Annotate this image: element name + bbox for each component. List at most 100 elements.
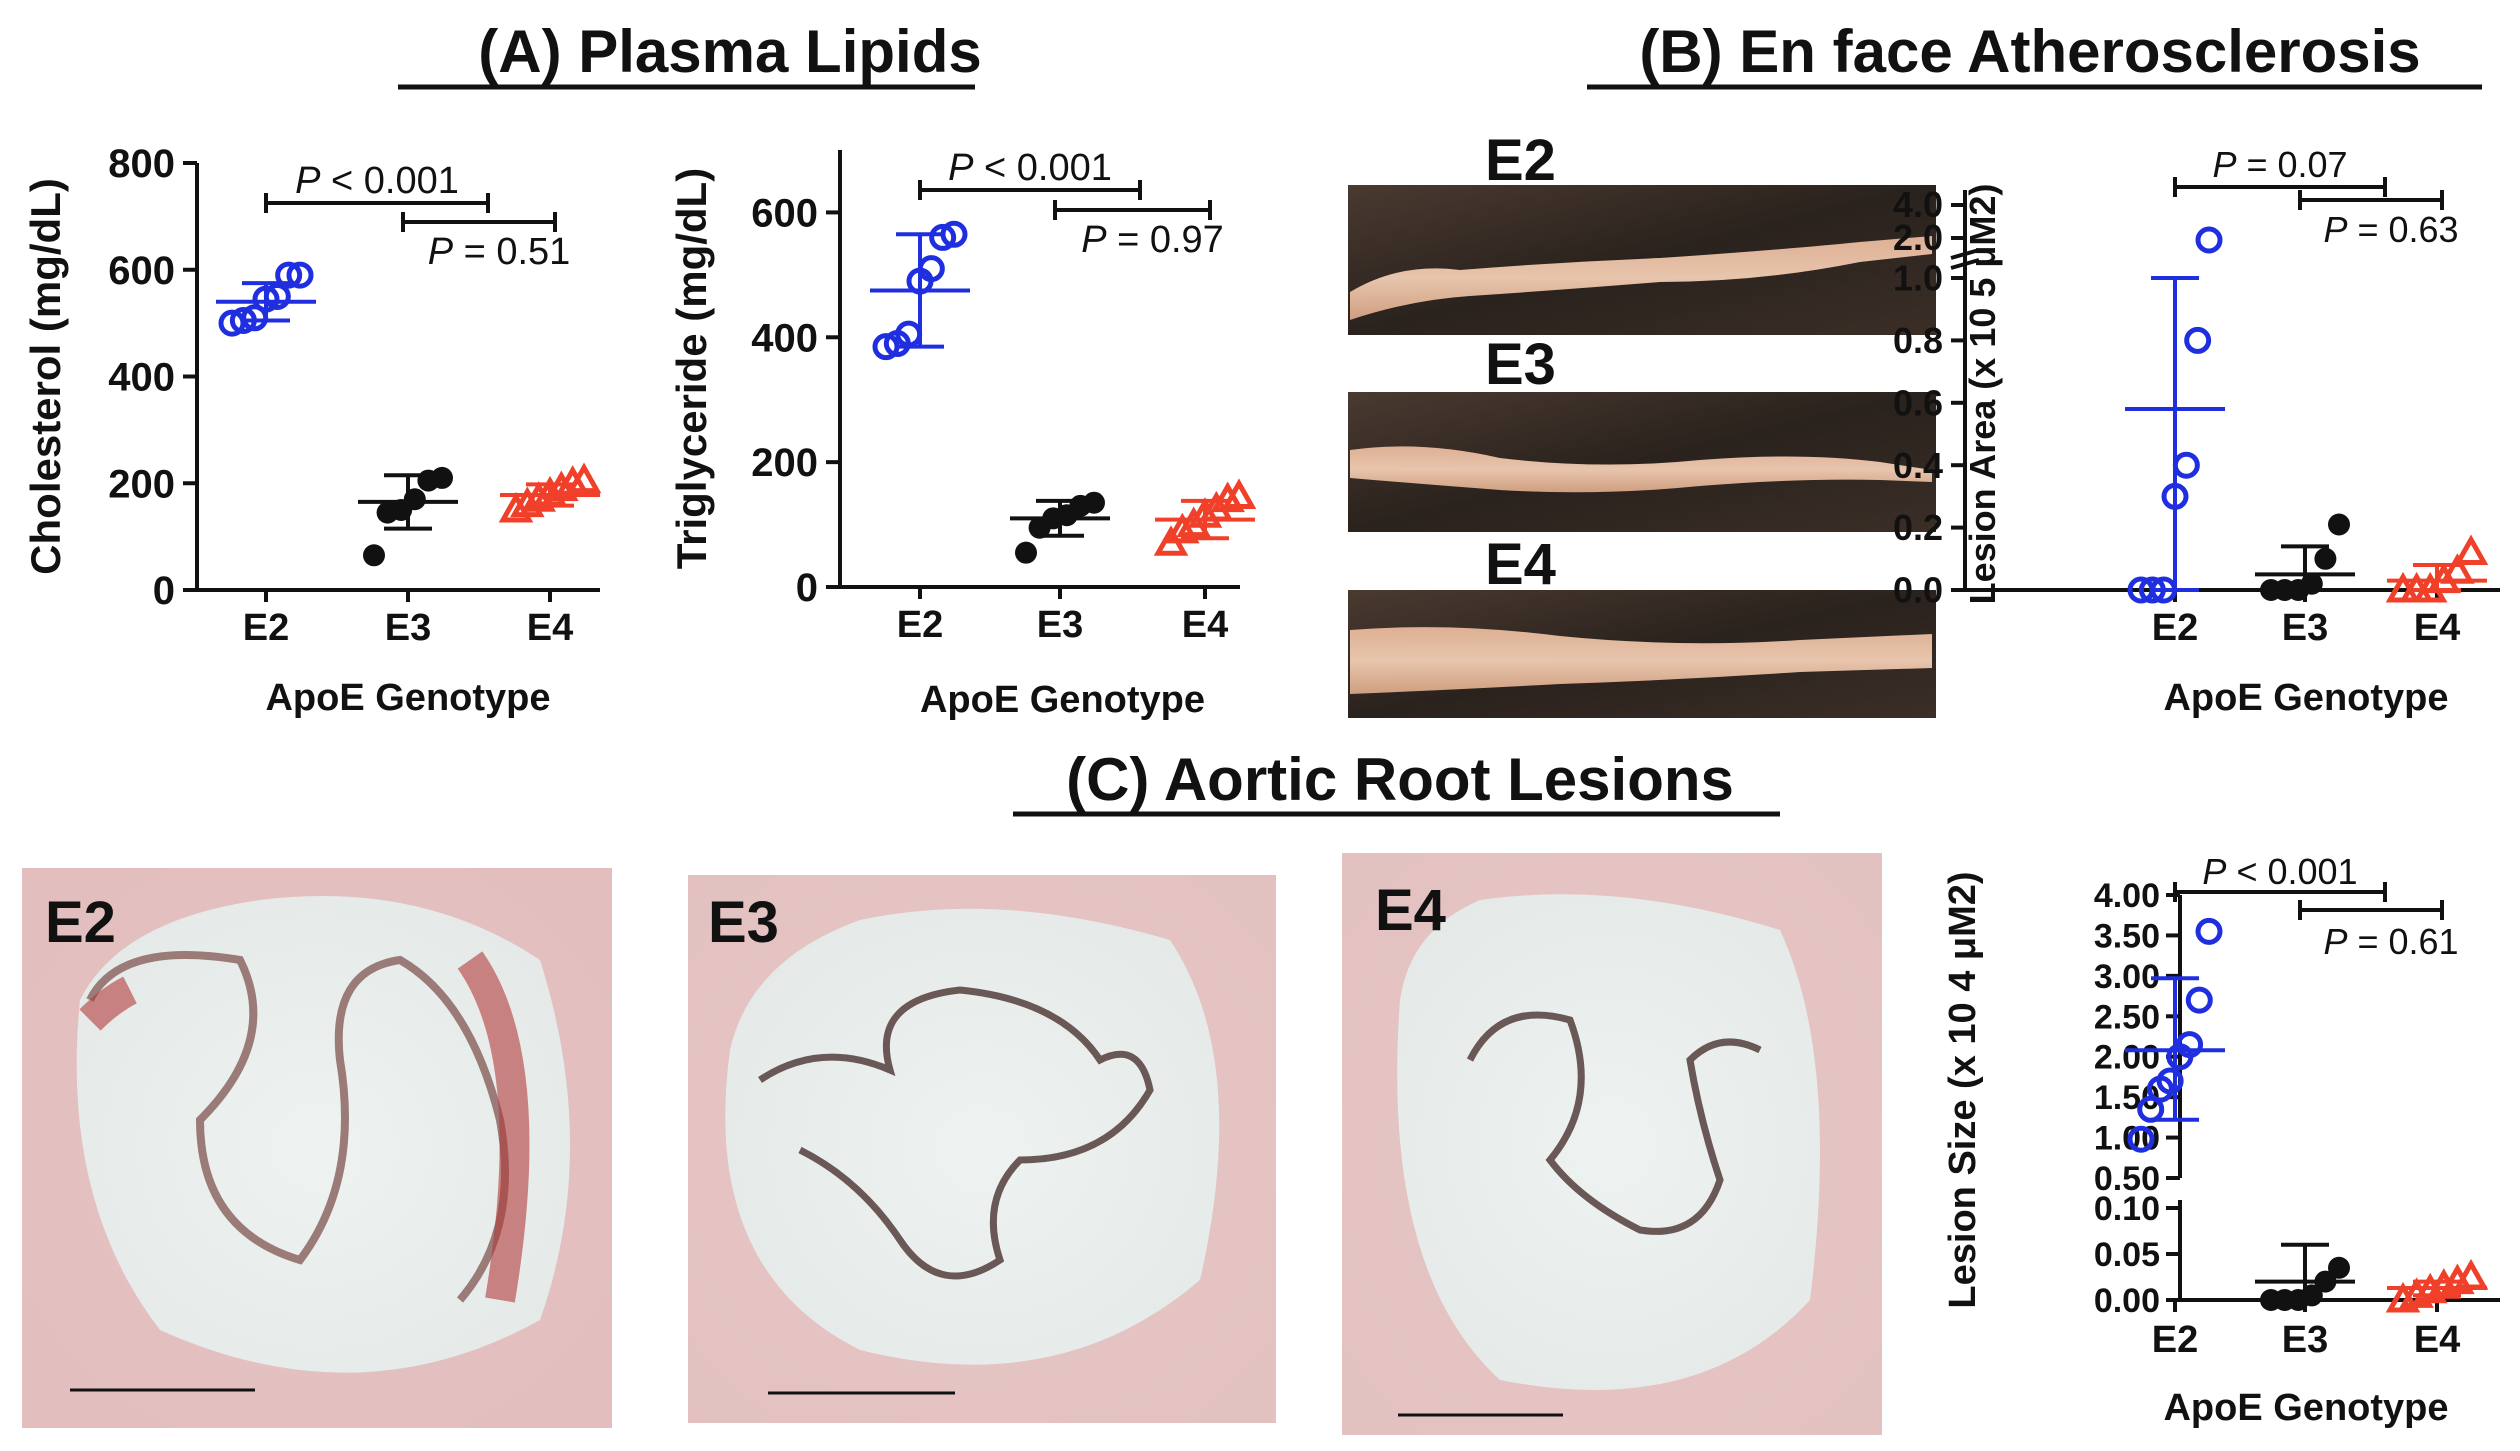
x-tick-label-E4: E4 — [2414, 1319, 2460, 1361]
data-point-E4-4 — [544, 470, 579, 502]
axis-break-mark-1 — [1950, 248, 1980, 260]
enface-photo-e3: E3 — [1348, 332, 1936, 532]
x-tick-label-E3: E3 — [385, 607, 431, 649]
data-point-E3-5 — [1083, 491, 1105, 514]
data-point-E3-5 — [2328, 1256, 2350, 1279]
data-point-E2-6 — [2185, 986, 2213, 1014]
x-tick-label-E3: E3 — [1037, 604, 1083, 646]
x-axis-label: ApoE Genotype — [265, 677, 550, 719]
y-axis-label: Lesion Area (x 10 5 μM2) — [1962, 184, 2003, 605]
x-axis-label: ApoE Genotype — [2163, 677, 2448, 719]
axis-break-mark-2 — [1950, 258, 1980, 270]
x-tick-label-E4: E4 — [2414, 607, 2460, 649]
y-tick-label-3.50: 3.50 — [2094, 917, 2160, 955]
data-point-E2-5 — [2176, 1031, 2204, 1059]
x-axis-label: ApoE Genotype — [2163, 1387, 2448, 1429]
svg-text:(B) En face Atherosclerosis: (B) En face Atherosclerosis — [1639, 18, 2420, 85]
data-point-E3-0 — [1015, 541, 1037, 564]
svg-text:(C) Aortic Root Lesions: (C) Aortic Root Lesions — [1066, 746, 1734, 813]
data-point-E4-6 — [1221, 478, 1257, 509]
title-b: (B) En face Atherosclerosis — [1587, 18, 2482, 90]
y-tick-label-0: 0 — [796, 566, 818, 610]
y-tick-label-2.00: 2.00 — [2094, 1039, 2160, 1077]
y-tick-label-1.00: 1.00 — [2094, 1120, 2160, 1158]
data-point-E4-5 — [1210, 481, 1245, 513]
p-value-2-label: P = 0.61 — [2323, 921, 2458, 962]
histology-photo-e4: E4 — [1342, 853, 1882, 1435]
y-axis-label: Cholesterol (mg/dL) — [22, 178, 69, 575]
data-point-E3-4 — [2314, 547, 2337, 570]
svg-text:E2: E2 — [1485, 128, 1556, 193]
p-value-1-label: P < 0.001 — [948, 147, 1112, 189]
y-tick-label-400: 400 — [108, 356, 175, 400]
y-tick-label-800: 800 — [108, 142, 175, 186]
p-value-2-label: P = 0.97 — [1081, 219, 1224, 261]
x-tick-label-E2: E2 — [2152, 1319, 2198, 1361]
title-a: (A) Plasma Lipids — [398, 18, 982, 90]
data-point-E3-0 — [363, 544, 385, 567]
p-value-1-label: P < 0.001 — [2202, 851, 2357, 892]
data-point-E2-0 — [2127, 1125, 2155, 1153]
y-tick-label-0.6: 0.6 — [1893, 382, 1943, 423]
x-tick-label-E2: E2 — [243, 607, 289, 649]
y-tick-label-200: 200 — [751, 441, 818, 485]
data-point-E4-5 — [2453, 1258, 2489, 1290]
x-tick-label-E3: E3 — [2282, 607, 2328, 649]
data-point-E2-5 — [929, 223, 957, 251]
p-value-2-label: P = 0.63 — [2323, 209, 2458, 250]
svg-text:(A) Plasma Lipids: (A) Plasma Lipids — [478, 18, 981, 85]
y-tick-low-label-0.00: 0.00 — [2094, 1282, 2160, 1320]
y-tick-low-label-0.10: 0.10 — [2094, 1190, 2160, 1228]
y-tick-label-4.00: 4.00 — [2094, 877, 2160, 915]
svg-text:E3: E3 — [1485, 332, 1556, 397]
x-axis-label: ApoE Genotype — [920, 679, 1205, 721]
data-point-E2-6 — [286, 261, 314, 289]
histology-photo-e2: E2 — [22, 868, 612, 1428]
enface-photo-e2: E2 — [1348, 128, 1936, 335]
p-value-1-label: P < 0.001 — [295, 160, 459, 202]
data-point-E4-2 — [521, 481, 556, 512]
data-point-E2-4 — [2172, 451, 2200, 479]
x-tick-label-E2: E2 — [897, 604, 943, 646]
svg-text:E3: E3 — [708, 890, 779, 955]
y-tick-label-0: 0.0 — [1893, 570, 1943, 611]
y-axis-label: Triglyceride (mg/dL) — [668, 168, 715, 569]
y-axis-label: Lesion Size (x 10 4 μM2) — [1942, 871, 1984, 1308]
y-tick-label-600: 600 — [751, 191, 818, 235]
enface-photos: E2 E3 E4 — [1348, 128, 1936, 718]
x-tick-label-E2: E2 — [2152, 607, 2198, 649]
histology-photos: E2 E3 E4 — [22, 853, 1882, 1435]
y-tick-label-0.4: 0.4 — [1893, 445, 1943, 486]
chart-aortic-root: 0.501.001.502.002.503.003.504.000.000.05… — [1942, 851, 2500, 1429]
p-value-1-label: P = 0.07 — [2212, 144, 2347, 185]
y-tick-upper-label-4.0: 4.0 — [1893, 184, 1943, 225]
histology-photo-e3: E3 — [688, 875, 1276, 1423]
x-tick-label-E4: E4 — [1182, 604, 1228, 646]
data-point-E3-5 — [2328, 513, 2350, 536]
y-tick-label-2.50: 2.50 — [2094, 998, 2160, 1036]
data-point-E4-6 — [566, 462, 602, 494]
y-tick-label-200: 200 — [108, 462, 175, 506]
y-tick-label-1: 1.0 — [1893, 258, 1943, 299]
title-c: (C) Aortic Root Lesions — [1013, 746, 1780, 817]
p-value-2-label: P = 0.51 — [428, 231, 571, 273]
data-point-E4-0 — [498, 491, 534, 523]
y-tick-low-label-0.05: 0.05 — [2094, 1236, 2160, 1274]
y-tick-upper-label-2.0: 2.0 — [1893, 217, 1943, 258]
y-tick-label-600: 600 — [108, 249, 175, 293]
y-tick-label-0.8: 0.8 — [1893, 320, 1943, 361]
x-tick-label-E3: E3 — [2282, 1319, 2328, 1361]
y-tick-label-0.2: 0.2 — [1893, 507, 1943, 548]
data-point-E2-5 — [2184, 326, 2212, 354]
y-tick-label-0.50: 0.50 — [2094, 1160, 2160, 1198]
svg-text:E2: E2 — [45, 890, 116, 955]
svg-text:E4: E4 — [1485, 532, 1556, 597]
x-tick-label-E4: E4 — [527, 607, 573, 649]
y-tick-label-400: 400 — [751, 316, 818, 360]
data-point-E2-7 — [2195, 917, 2223, 945]
data-point-E4-5 — [2453, 534, 2489, 566]
data-point-E2-3 — [2156, 1067, 2184, 1095]
svg-text:E4: E4 — [1375, 878, 1446, 943]
